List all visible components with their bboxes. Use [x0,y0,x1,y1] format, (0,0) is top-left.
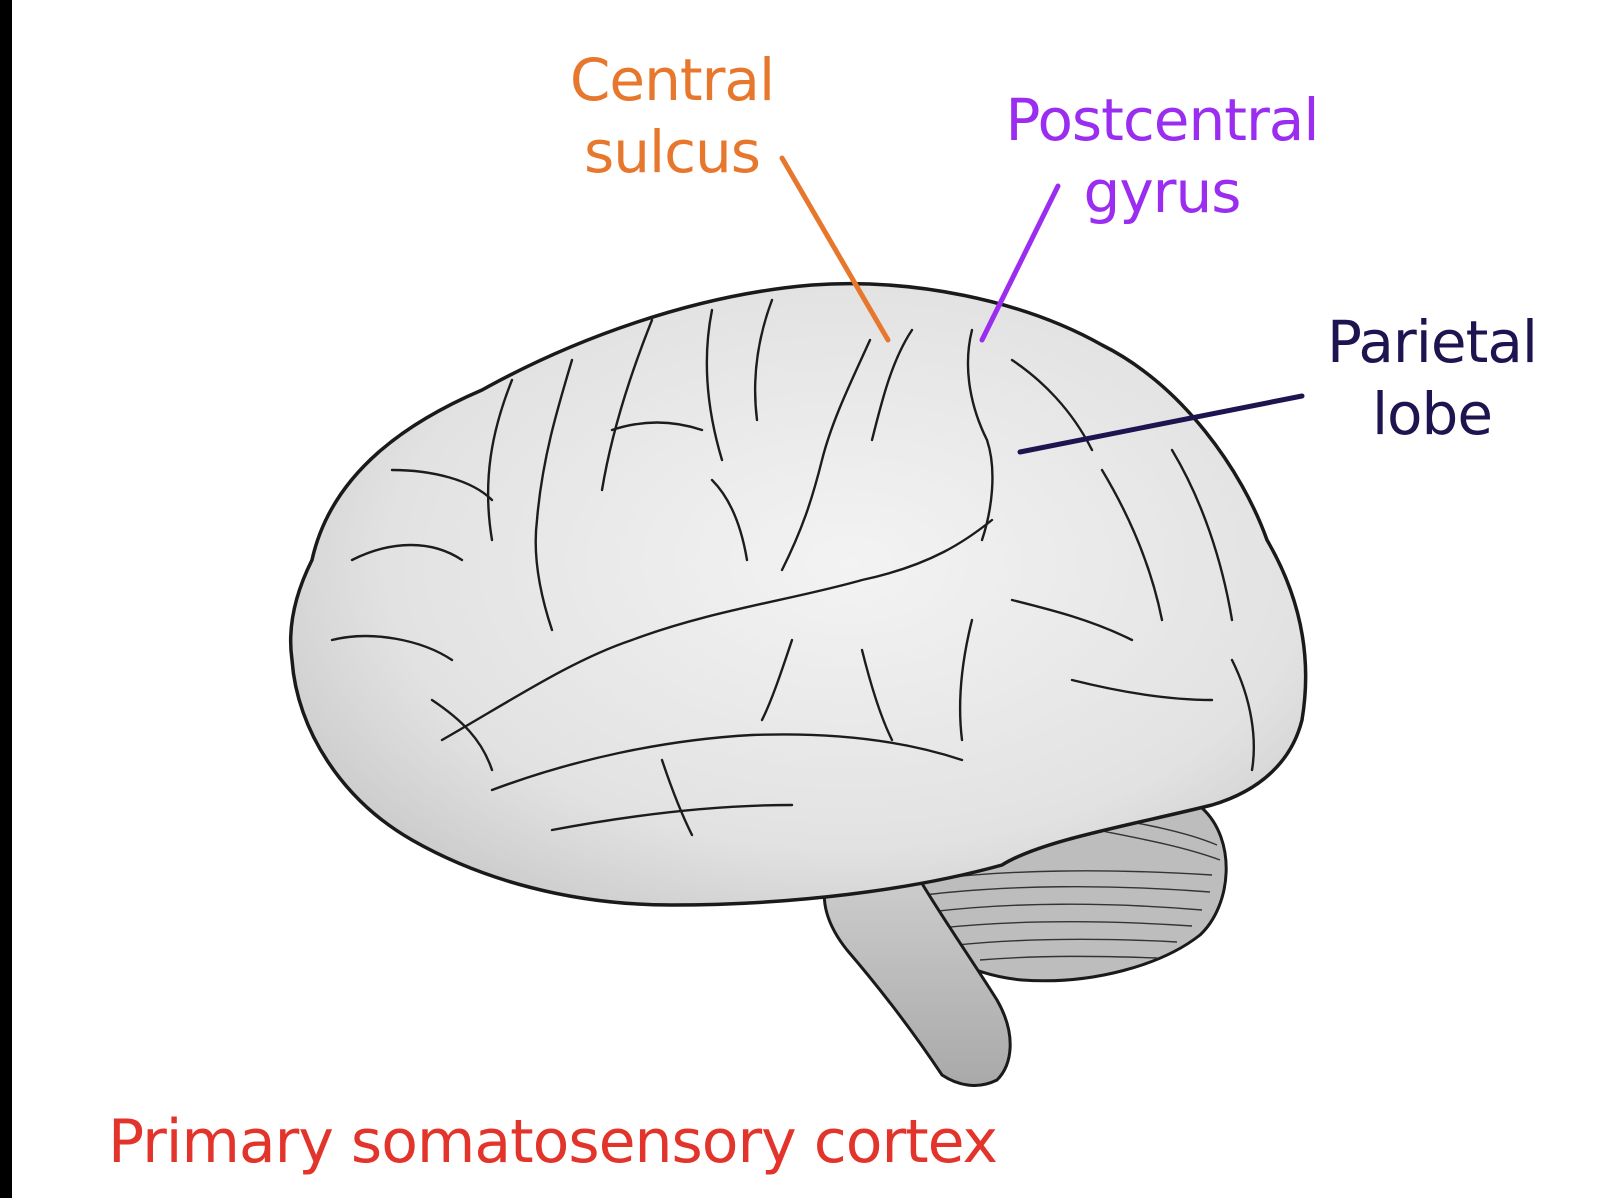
slide: Central sulcus Postcentral gyrus Parieta… [12,0,1624,1198]
label-parietal-lobe: Parietal lobe [1302,306,1562,450]
label-postcentral-gyrus-line2: gyrus [1083,158,1242,226]
caption-primary-somatosensory-cortex: Primary somatosensory cortex [108,1107,998,1177]
label-postcentral-gyrus: Postcentral gyrus [972,84,1352,228]
parietal-lobe-pointer [1017,393,1305,455]
label-central-sulcus-line2: sulcus [584,118,761,186]
postcentral-gyrus-pointer [979,183,1061,343]
label-central-sulcus: Central sulcus [542,44,802,188]
central-sulcus-pointer [779,155,891,343]
cerebrum [288,281,1308,907]
brain-illustration [288,155,1308,1087]
label-parietal-lobe-line1: Parietal [1327,308,1538,376]
label-parietal-lobe-line2: lobe [1371,380,1493,448]
label-central-sulcus-line1: Central [569,46,775,114]
label-postcentral-gyrus-line1: Postcentral [1005,86,1320,154]
cerebellum-folia [923,814,1221,961]
